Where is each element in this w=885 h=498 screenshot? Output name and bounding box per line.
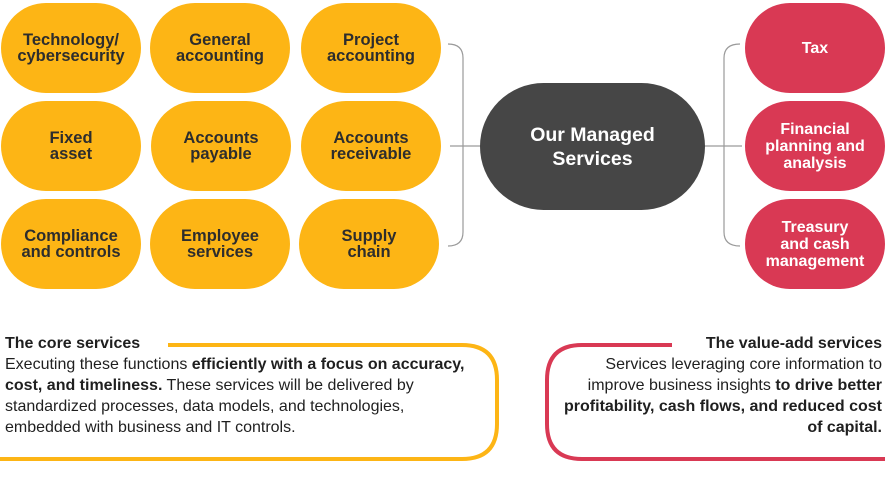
core-service-fixed-asset: Fixed asset xyxy=(1,101,141,191)
core-service-accounts-payable: Accounts payable xyxy=(151,101,291,191)
value-add-services-box: The value-add services Services leveragi… xyxy=(562,333,882,438)
description-text: Services leveraging core information to … xyxy=(587,356,882,394)
managed-services-center: Our Managed Services xyxy=(480,83,705,210)
core-service-technology-cybersecurity: Technology/ cybersecurity xyxy=(1,3,141,93)
core-service-accounts-receivable: Accounts receivable xyxy=(301,101,441,191)
right-bracket xyxy=(723,43,741,247)
core-service-compliance-controls: Compliance and controls xyxy=(1,199,141,289)
core-services-title: The core services xyxy=(5,335,141,352)
value-add-services-description: Services leveraging core information to … xyxy=(562,354,882,438)
value-service-fpa: Financial planning and analysis xyxy=(745,101,885,191)
pill-label: Supply chain xyxy=(341,227,397,261)
core-service-supply-chain: Supply chain xyxy=(299,199,439,289)
pill-label: Financial planning and analysis xyxy=(765,120,865,172)
description-text: These services will be delivered by stan… xyxy=(5,377,414,436)
pill-label: Compliance and controls xyxy=(21,227,121,261)
core-services-description: Executing these functions efficiently wi… xyxy=(5,354,475,438)
center-label: Our Managed Services xyxy=(530,123,655,170)
description-text: Executing these functions xyxy=(5,356,192,373)
pill-label: Accounts receivable xyxy=(330,129,412,163)
pill-label: General accounting xyxy=(175,31,264,65)
value-service-tax: Tax xyxy=(745,3,885,93)
core-service-project-accounting: Project accounting xyxy=(301,3,441,93)
description-emphasis: efficiently with a focus on accuracy, co… xyxy=(5,356,465,394)
pill-label: Employee services xyxy=(181,227,259,261)
description-emphasis: to drive better profitability, cash flow… xyxy=(564,377,882,436)
pill-label: Tax xyxy=(801,39,829,57)
pill-label: Accounts payable xyxy=(183,129,259,163)
pill-label: Project accounting xyxy=(326,31,415,65)
core-services-box: The core services Executing these functi… xyxy=(5,333,475,438)
pill-label: Technology/ cybersecurity xyxy=(17,31,125,65)
pill-label: Fixed asset xyxy=(49,129,93,163)
core-service-employee-services: Employee services xyxy=(150,199,290,289)
pill-label: Treasury and cash management xyxy=(765,218,865,270)
value-service-treasury: Treasury and cash management xyxy=(745,199,885,289)
left-bracket xyxy=(447,43,464,247)
value-add-services-title: The value-add services xyxy=(705,335,882,352)
value-box-outline xyxy=(545,343,885,461)
core-service-general-accounting: General accounting xyxy=(150,3,290,93)
core-box-outline xyxy=(0,343,499,461)
